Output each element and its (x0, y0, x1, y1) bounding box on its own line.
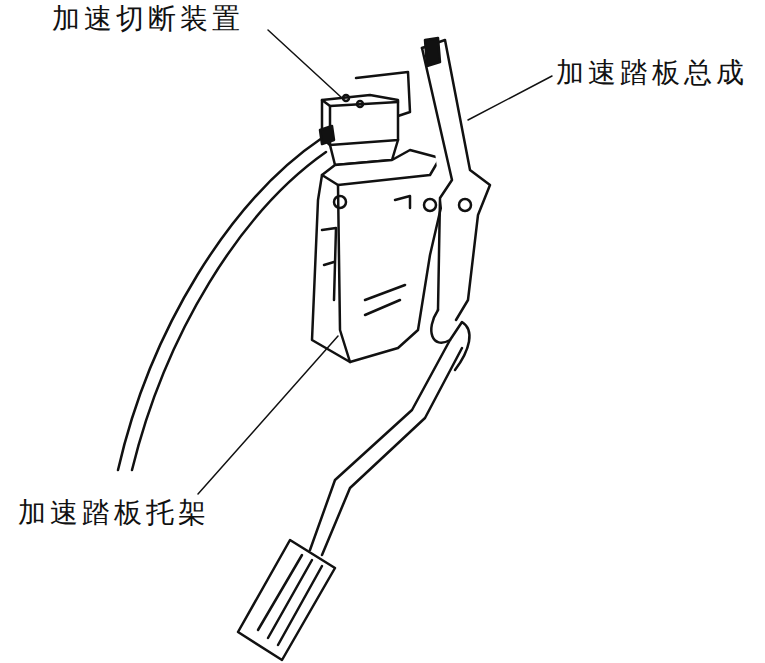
leader-line (198, 336, 338, 494)
cutoff-device (320, 72, 410, 165)
part-label: 加速踏板托架 (18, 496, 210, 530)
leader-line (468, 76, 552, 120)
leader-line (268, 30, 342, 98)
pedal-bracket (312, 150, 445, 362)
pedal-assembly (238, 38, 490, 660)
part-label: 加速切断装置 (52, 2, 244, 36)
throttle-cable (118, 138, 322, 470)
part-label: 加速踏板总成 (556, 56, 748, 90)
throttle-cable (132, 152, 326, 470)
